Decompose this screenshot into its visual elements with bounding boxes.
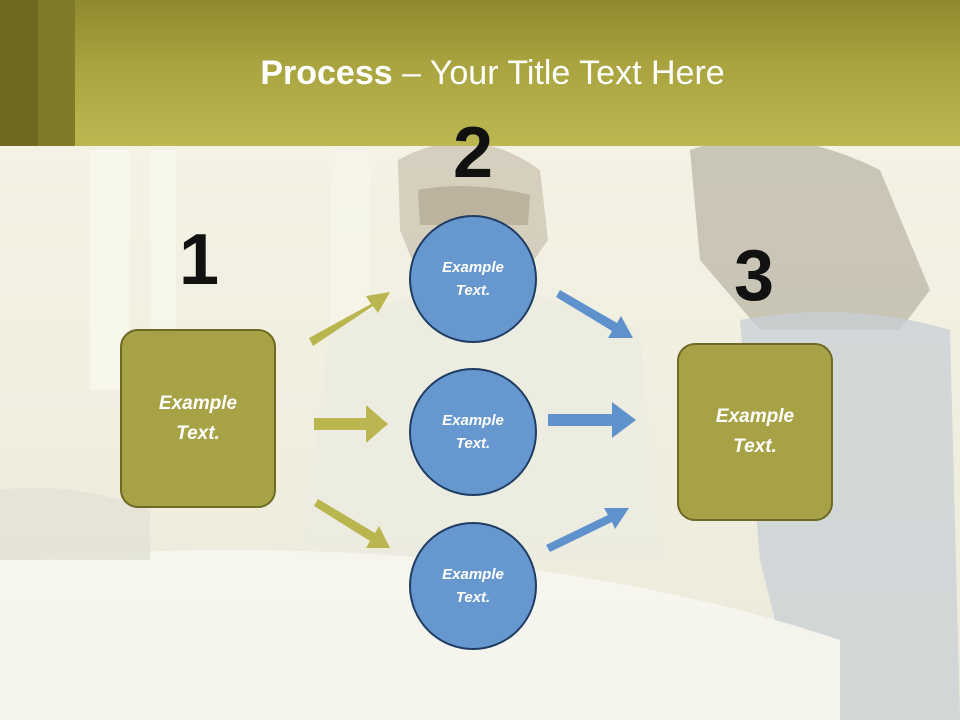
step-3-box: Example Text. (677, 343, 833, 521)
arrow-olive-right (314, 405, 388, 443)
circle-text-line: Example (442, 412, 504, 429)
title-bar-accent (0, 0, 38, 146)
circle-text-line: Text. (455, 589, 491, 606)
box-text-line: Text. (733, 436, 777, 457)
box-text-line: Text. (176, 422, 220, 444)
step-2-circle-top: Example Text. (409, 215, 537, 343)
step-number-2: 2 (452, 113, 494, 193)
box-text-line: Example (715, 406, 795, 427)
title-rest: – Your Title Text Here (392, 54, 725, 92)
arrow-blue-right (548, 402, 636, 438)
step-2-circle-bottom: Example Text. (409, 522, 537, 650)
circle-text-line: Example (442, 566, 504, 583)
arrow-blue-down (556, 290, 633, 338)
arrow-blue-up (546, 508, 629, 552)
title-bold: Process (260, 54, 393, 92)
arrow-olive-down (314, 499, 390, 548)
step-number-3: 3 (733, 236, 775, 316)
slide-title: Process – Your Title Text Here (0, 54, 960, 93)
circle-text-line: Text. (455, 282, 491, 299)
step-1-box: Example Text. (120, 329, 276, 508)
circle-text-line: Example (442, 259, 504, 276)
step-2-circle-middle: Example Text. (409, 368, 537, 496)
title-bar-accent (38, 0, 75, 146)
arrow-olive-up (309, 292, 390, 346)
title-bar (0, 0, 960, 146)
circle-text-line: Text. (455, 435, 491, 452)
step-number-1: 1 (178, 220, 220, 300)
box-text-line: Example (158, 392, 238, 414)
